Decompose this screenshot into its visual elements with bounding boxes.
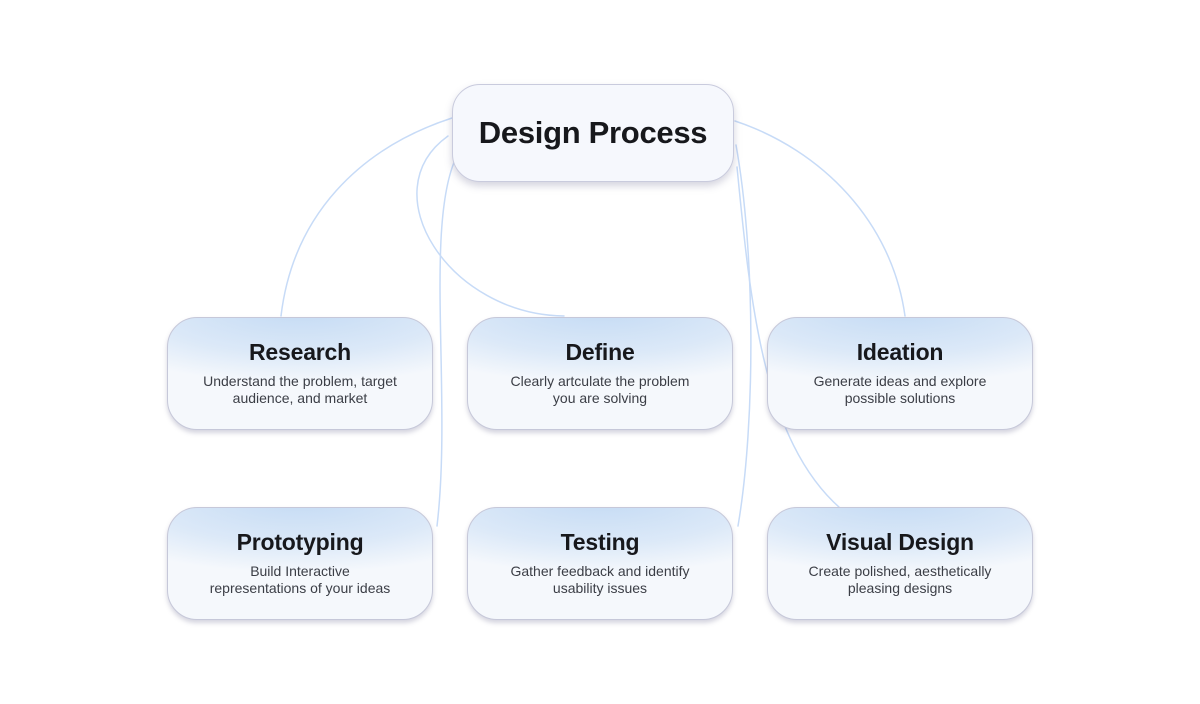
root-node-title: Design Process <box>478 115 708 150</box>
node-visual-design[interactable]: Visual Design Create polished, aesthetic… <box>767 507 1033 620</box>
node-define-title: Define <box>565 339 635 365</box>
node-design-process[interactable]: Design Process <box>452 84 734 182</box>
node-research[interactable]: Research Understand the problem, target … <box>167 317 433 430</box>
node-testing-description: Gather feedback and identify usability i… <box>510 563 690 596</box>
connector-root-prototyping <box>436 159 456 527</box>
node-ideation[interactable]: Ideation Generate ideas and explore poss… <box>767 317 1033 430</box>
node-ideation-description: Generate ideas and explore possible solu… <box>813 373 987 406</box>
node-visual-design-description: Create polished, aesthetically pleasing … <box>808 563 992 596</box>
node-research-title: Research <box>249 339 351 365</box>
node-research-description: Understand the problem, target audience,… <box>203 373 397 406</box>
node-define[interactable]: Define Clearly artculate the problem you… <box>467 317 733 430</box>
node-ideation-title: Ideation <box>856 339 944 365</box>
node-define-description: Clearly artculate the problem you are so… <box>510 373 690 406</box>
node-testing[interactable]: Testing Gather feedback and identify usa… <box>467 507 733 620</box>
connector-root-testing <box>735 144 752 527</box>
connector-root-research <box>280 117 453 317</box>
node-visual-design-title: Visual Design <box>826 529 974 555</box>
node-prototyping-title: Prototyping <box>236 529 364 555</box>
node-prototyping[interactable]: Prototyping Build Interactive representa… <box>167 507 433 620</box>
connector-root-define <box>416 135 565 317</box>
connector-root-ideation <box>734 120 906 317</box>
node-prototyping-description: Build Interactive representations of you… <box>209 563 391 596</box>
node-testing-title: Testing <box>560 529 640 555</box>
connector-root-visual-design <box>736 166 841 509</box>
